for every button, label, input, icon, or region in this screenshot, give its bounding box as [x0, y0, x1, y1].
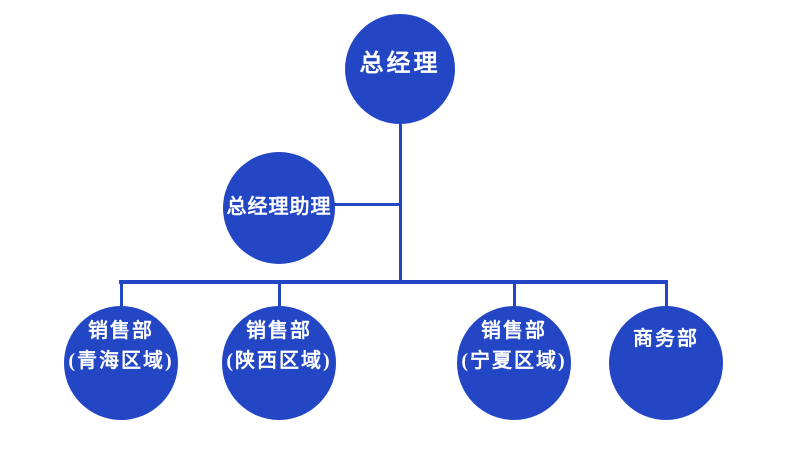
- connector-trunk-vertical: [399, 118, 402, 284]
- org-node-label: 总经理: [359, 51, 441, 77]
- org-node-sales-shaanxi: 销售部 (陕西区域): [222, 306, 336, 420]
- org-node-gm-assistant: 总经理助理: [223, 152, 335, 264]
- org-node-label-line2: (陕西区域): [226, 350, 332, 372]
- org-node-label-line2: (青海区域): [68, 350, 174, 372]
- org-node-label: 商务部: [633, 328, 699, 350]
- org-node-label-line1: 销售部: [481, 320, 547, 342]
- org-node-label: 总经理助理: [226, 196, 332, 218]
- org-node-label-line1: 销售部: [88, 320, 154, 342]
- org-node-sales-qinghai: 销售部 (青海区域): [64, 306, 178, 420]
- connector-drop-ningxia: [513, 283, 516, 309]
- org-node-business-dept: 商务部: [609, 306, 723, 420]
- connector-drop-business: [665, 283, 668, 309]
- org-node-label-line1: 销售部: [246, 320, 312, 342]
- connector-assistant-horizontal: [330, 203, 402, 206]
- connector-drop-shaanxi: [278, 283, 281, 309]
- connector-drop-qinghai: [120, 283, 123, 309]
- connector-department-rail: [119, 280, 668, 284]
- org-node-label-line2: (宁夏区域): [461, 350, 567, 372]
- org-node-sales-ningxia: 销售部 (宁夏区域): [457, 306, 571, 420]
- org-node-general-manager: 总经理: [345, 14, 455, 124]
